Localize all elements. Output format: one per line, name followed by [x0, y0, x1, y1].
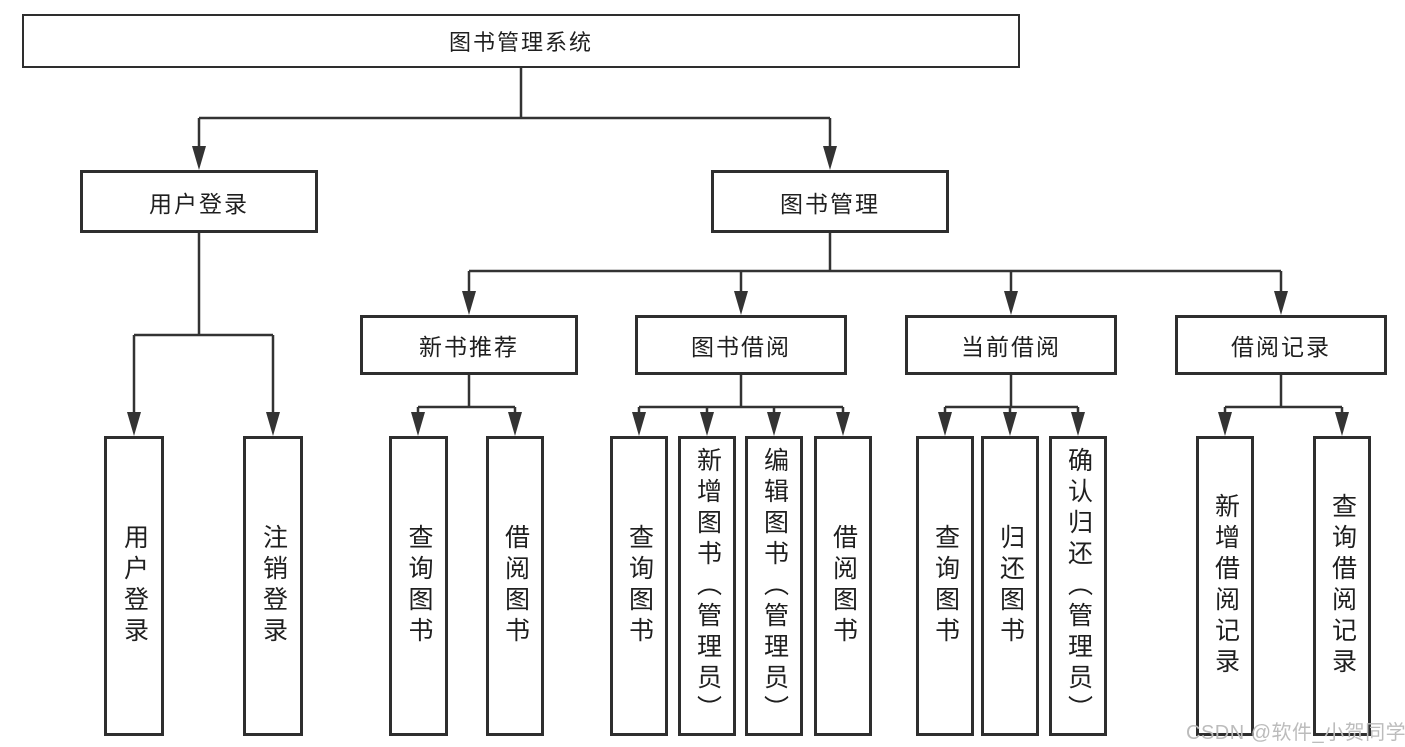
- leaf-add-borrow-record-label: 新增借阅记录: [1211, 493, 1240, 679]
- node-book-management: 图书管理: [711, 170, 949, 233]
- leaf-logout-label: 注销登录: [259, 524, 288, 648]
- leaf-add-borrow-record: 新增借阅记录: [1196, 436, 1254, 736]
- leaf-borrow-books-label: 借阅图书: [829, 524, 858, 648]
- node-book-borrowing: 图书借阅: [635, 315, 847, 375]
- leaf-user-login: 用户登录: [104, 436, 164, 736]
- leaf-edit-books-admin-label: 编辑图书（管理员）: [760, 446, 789, 726]
- node-new-book-recommend-label: 新书推荐: [419, 334, 519, 360]
- leaf-query-books-recommend: 查询图书: [389, 436, 448, 736]
- node-borrowing-records-label: 借阅记录: [1231, 334, 1331, 360]
- leaf-query-borrow-record: 查询借阅记录: [1313, 436, 1371, 736]
- leaf-borrow-books-recommend-label: 借阅图书: [501, 524, 530, 648]
- leaf-confirm-return-admin: 确认归还（管理员）: [1049, 436, 1107, 736]
- leaf-add-books-admin-label: 新增图书（管理员）: [693, 446, 722, 726]
- leaf-borrow-books-recommend: 借阅图书: [486, 436, 544, 736]
- leaf-query-books-borrow: 查询图书: [610, 436, 668, 736]
- node-book-management-label: 图书管理: [780, 190, 880, 217]
- leaf-edit-books-admin: 编辑图书（管理员）: [745, 436, 803, 736]
- leaf-return-books: 归还图书: [981, 436, 1039, 736]
- leaf-query-books-borrow-label: 查询图书: [625, 524, 654, 648]
- leaf-confirm-return-admin-label: 确认归还（管理员）: [1064, 446, 1093, 726]
- node-borrowing-records: 借阅记录: [1175, 315, 1387, 375]
- node-new-book-recommend: 新书推荐: [360, 315, 578, 375]
- root-node-label: 图书管理系统: [448, 30, 593, 55]
- leaf-query-books-recommend-label: 查询图书: [405, 524, 433, 648]
- node-current-borrowing: 当前借阅: [905, 315, 1117, 375]
- leaf-add-books-admin: 新增图书（管理员）: [678, 436, 736, 736]
- node-book-borrowing-label: 图书借阅: [691, 334, 791, 360]
- leaf-borrow-books: 借阅图书: [814, 436, 872, 736]
- node-user-login: 用户登录: [80, 170, 318, 233]
- arrowheads: [127, 146, 1349, 436]
- leaf-user-login-label: 用户登录: [120, 524, 149, 648]
- node-current-borrowing-label: 当前借阅: [961, 334, 1061, 360]
- root-node-library-management-system: 图书管理系统: [22, 14, 1020, 68]
- csdn-watermark: CSDN @软件_小贺同学: [1186, 722, 1405, 744]
- node-user-login-label: 用户登录: [149, 190, 249, 217]
- leaf-return-books-label: 归还图书: [996, 524, 1025, 648]
- leaf-query-books-current: 查询图书: [916, 436, 974, 736]
- leaf-logout: 注销登录: [243, 436, 303, 736]
- leaf-query-books-current-label: 查询图书: [931, 524, 960, 648]
- leaf-query-borrow-record-label: 查询借阅记录: [1328, 493, 1357, 679]
